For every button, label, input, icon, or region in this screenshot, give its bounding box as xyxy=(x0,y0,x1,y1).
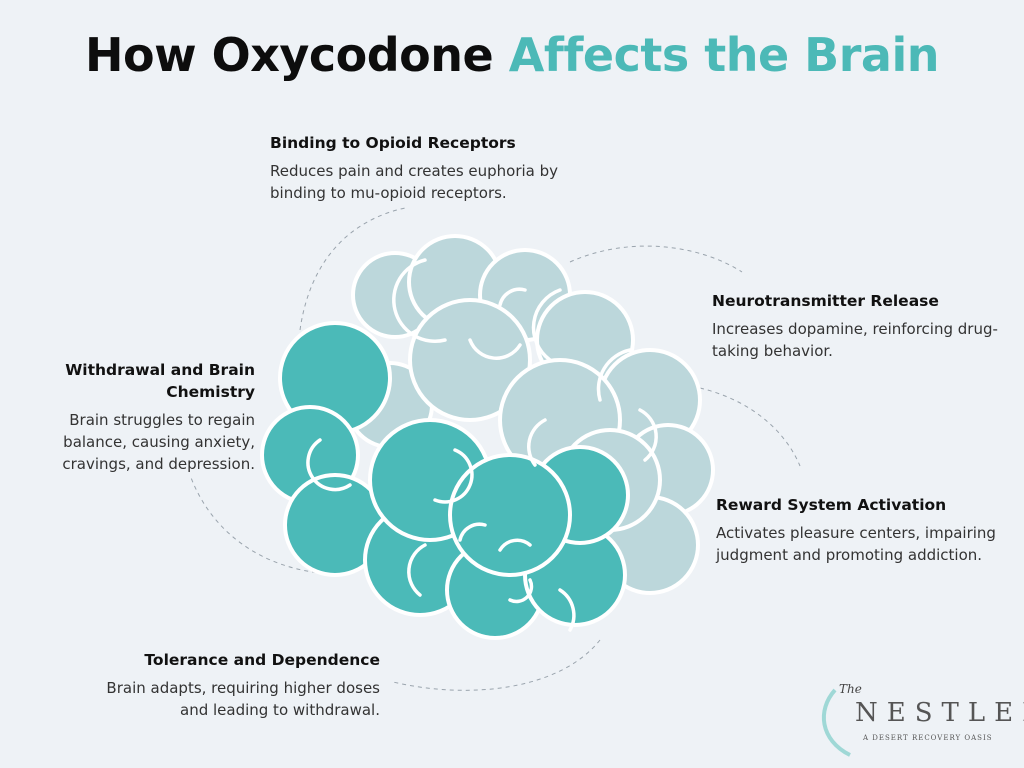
section-tolerance: Tolerance and Dependence Brain adapts, r… xyxy=(100,649,380,721)
section-text: Increases dopamine, reinforcing drug-tak… xyxy=(712,320,998,360)
section-heading: Binding to Opioid Receptors xyxy=(270,134,516,152)
section-heading: Withdrawal and Brain Chemistry xyxy=(65,361,255,401)
arrow-to-binding xyxy=(299,207,406,331)
arrow-to-tolerance xyxy=(392,639,601,691)
section-reward: Reward System Activation Activates pleas… xyxy=(716,494,996,566)
logo-name: NESTLED xyxy=(855,698,1024,728)
cycle-arrows xyxy=(189,207,801,691)
section-withdrawal: Withdrawal and Brain Chemistry Brain str… xyxy=(20,359,255,475)
nestled-logo: The NESTLED A DESERT RECOVERY OASIS xyxy=(815,680,1024,760)
leaf-wreath-icon xyxy=(821,688,851,757)
section-heading: Tolerance and Dependence xyxy=(144,651,380,669)
page-title: How Oxycodone Affects the Brain xyxy=(0,28,1024,82)
section-text: Activates pleasure centers, impairing ju… xyxy=(716,524,996,564)
section-binding: Binding to Opioid Receptors Reduces pain… xyxy=(270,132,590,204)
arrow-to-reward xyxy=(699,387,801,467)
brain-folds xyxy=(306,258,658,632)
title-accent: Affects the Brain xyxy=(508,28,940,82)
arrow-to-neuro xyxy=(569,245,743,273)
section-text: Brain struggles to regain balance, causi… xyxy=(62,411,255,473)
section-text: Brain adapts, requiring higher doses and… xyxy=(106,679,380,719)
logo-the: The xyxy=(839,682,862,696)
section-text: Reduces pain and creates euphoria by bin… xyxy=(270,162,559,202)
section-heading: Neurotransmitter Release xyxy=(712,292,939,310)
section-heading: Reward System Activation xyxy=(716,496,947,514)
title-main: How Oxycodone xyxy=(85,28,509,82)
arrow-to-withdrawal xyxy=(189,474,333,575)
logo-tagline: A DESERT RECOVERY OASIS xyxy=(863,734,993,742)
section-neurotransmitter: Neurotransmitter Release Increases dopam… xyxy=(712,290,1002,362)
brain-teal-lobe xyxy=(260,321,630,640)
